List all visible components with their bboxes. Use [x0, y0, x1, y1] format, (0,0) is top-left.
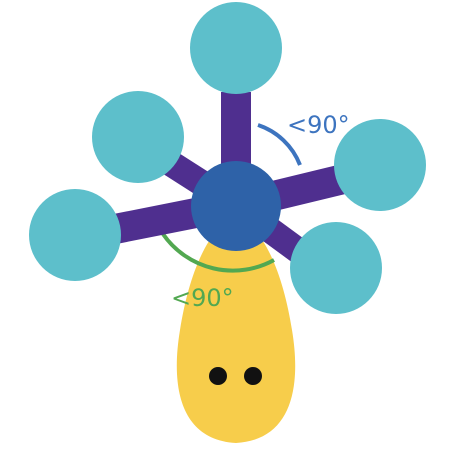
lone-pair-lobe — [176, 215, 296, 443]
angle-label-upper: <90° — [287, 111, 350, 139]
angle-arc-upper — [257, 123, 302, 166]
outer-atoms — [29, 2, 426, 314]
atom-lower-right — [290, 222, 382, 314]
angle-label-lower: <90° — [171, 284, 234, 312]
central-atom — [191, 161, 281, 251]
lone-pair-electron-left — [209, 367, 227, 385]
atom-top — [190, 2, 282, 94]
lone-pair-electron-right — [244, 367, 262, 385]
atom-upper-left — [92, 91, 184, 183]
atom-right — [334, 119, 426, 211]
angle-arc-lower — [161, 232, 275, 273]
atom-left — [29, 189, 121, 281]
